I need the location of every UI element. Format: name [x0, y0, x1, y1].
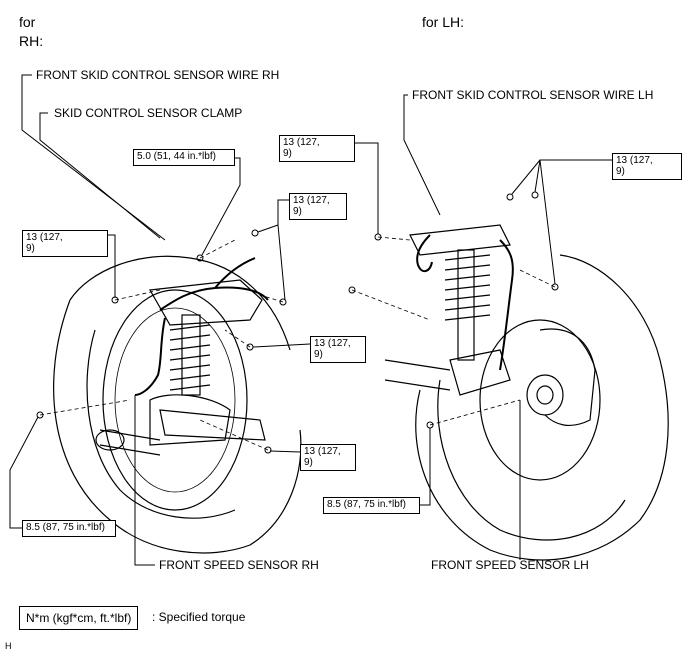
torque-value: 13 (127, — [616, 155, 653, 166]
rh-tire — [53, 255, 302, 554]
label-front-skid-control-sensor-wire-lh: FRONT SKID CONTROL SENSOR WIRE LH — [412, 88, 654, 102]
torque-box-rh-sensor: 8.5 (87, 75 in.*lbf) — [22, 520, 116, 537]
legend-torque-box: N*m (kgf*cm, ft.*lbf) — [19, 606, 139, 630]
torque-value: 8.5 (87, 75 in.*lbf) — [327, 499, 406, 510]
torque-value-cont: 9) — [283, 148, 292, 159]
lh-tire — [415, 254, 669, 561]
label-skid-control-sensor-clamp: SKID CONTROL SENSOR CLAMP — [54, 106, 243, 120]
torque-box-lh-upper-left: 13 (127, 9) — [279, 135, 355, 162]
torque-value-cont: 9) — [616, 166, 625, 177]
rh-sensor-wire — [134, 257, 269, 396]
rh-header-line2: RH: — [19, 33, 44, 49]
torque-value: 5.0 (51, 44 in.*lbf) — [137, 151, 216, 162]
torque-value: 13 (127, — [283, 137, 320, 148]
label-front-skid-control-sensor-wire-rh: FRONT SKID CONTROL SENSOR WIRE RH — [36, 68, 280, 82]
lh-strut — [384, 224, 596, 427]
rh-strut — [95, 279, 266, 456]
torque-value-cont: 9) — [304, 457, 313, 468]
torque-value: 13 (127, — [314, 338, 351, 349]
lh-sensor-wire — [416, 234, 514, 371]
legend-text: : Specified torque — [152, 610, 246, 624]
torque-value-cont: 9) — [293, 206, 302, 217]
torque-box-rh-left: 13 (127, 9) — [22, 230, 108, 257]
torque-box-lh-sensor: 8.5 (87, 75 in.*lbf) — [323, 497, 420, 514]
torque-value: 13 (127, — [26, 232, 63, 243]
torque-value: 13 (127, — [304, 446, 341, 457]
torque-value: 13 (127, — [293, 195, 330, 206]
torque-box-rh-lower: 13 (127, 9) — [300, 444, 356, 471]
label-front-speed-sensor-rh: FRONT SPEED SENSOR RH — [159, 558, 319, 572]
label-leaders — [9, 74, 612, 566]
torque-value-cont: 9) — [314, 349, 323, 360]
torque-box-clamp: 5.0 (51, 44 in.*lbf) — [133, 149, 235, 166]
label-front-speed-sensor-lh: FRONT SPEED SENSOR LH — [431, 558, 589, 572]
bolt-icons — [36, 191, 559, 454]
figure-code: H — [5, 641, 12, 651]
torque-value: 8.5 (87, 75 in.*lbf) — [26, 522, 105, 533]
torque-box-rh-mid: 13 (127, 9) — [310, 336, 366, 363]
dashed-leaders — [39, 236, 556, 451]
rh-header-line1: for — [19, 14, 36, 30]
torque-box-lh-upper-right: 13 (127, 9) — [612, 153, 682, 180]
torque-value-cont: 9) — [26, 243, 35, 254]
torque-box-rh-upper-right: 13 (127, 9) — [289, 193, 347, 220]
lh-header: for LH: — [422, 14, 465, 30]
